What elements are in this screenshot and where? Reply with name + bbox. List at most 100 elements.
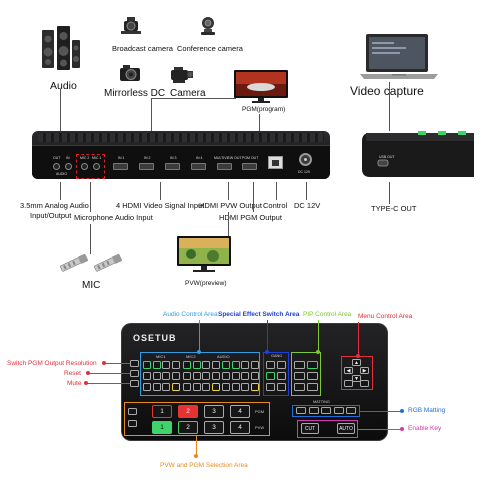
menu-back-button[interactable] xyxy=(344,380,353,387)
matting-key[interactable] xyxy=(321,407,331,414)
switcher-device-side xyxy=(358,131,478,179)
device-top-controls xyxy=(38,133,324,142)
port-mic1-label: MIC 1 xyxy=(92,156,102,160)
audio-control-area-label: Audio Control Area xyxy=(163,311,218,318)
audio-control-key[interactable] xyxy=(171,361,180,369)
audio-control-key[interactable] xyxy=(152,383,161,391)
audio-control-key[interactable] xyxy=(222,361,230,369)
reset-button[interactable] xyxy=(130,370,139,377)
audio-control-key[interactable] xyxy=(241,383,249,391)
pvw-key-4[interactable]: 4 xyxy=(230,421,250,434)
matting-key[interactable] xyxy=(308,407,319,414)
matting-key[interactable] xyxy=(296,407,306,414)
audio-control-key[interactable] xyxy=(162,372,170,380)
reset-label: Reset xyxy=(64,370,81,377)
pip-key[interactable] xyxy=(307,361,318,369)
audio-control-key[interactable] xyxy=(171,383,180,391)
menu-left-button[interactable]: ◀ xyxy=(344,367,353,374)
audio-control-key[interactable] xyxy=(241,372,249,380)
audio-control-key[interactable] xyxy=(183,361,191,369)
audio-control-key[interactable] xyxy=(143,383,151,391)
hdmi-in-4-port xyxy=(191,163,206,170)
audio-control-key[interactable] xyxy=(211,361,220,369)
mute-label: Mute xyxy=(67,380,82,387)
pvw-preview-label: PVW(preview) xyxy=(185,280,227,287)
auto-button[interactable]: AUTO xyxy=(337,423,355,434)
pip-key[interactable] xyxy=(294,383,305,391)
video-capture-label: Video capture xyxy=(350,84,424,98)
effect-key[interactable] xyxy=(266,372,275,380)
pvw-key-2[interactable]: 2 xyxy=(178,421,198,434)
pgm-key-4[interactable]: 4 xyxy=(230,405,250,418)
effect-key[interactable] xyxy=(266,361,275,369)
audio-control-key[interactable] xyxy=(202,383,210,391)
pip-key[interactable] xyxy=(294,361,305,369)
effect-key[interactable] xyxy=(277,383,286,391)
pvw-key-3[interactable]: 3 xyxy=(204,421,224,434)
hdmi-pvw-out-port xyxy=(217,163,232,170)
port-in2-label: IN 2 xyxy=(144,156,151,160)
audio-control-key[interactable] xyxy=(192,372,201,380)
effect-key[interactable] xyxy=(277,361,286,369)
audio-control-key[interactable] xyxy=(250,361,259,369)
audio-control-key[interactable] xyxy=(241,361,249,369)
selection-side-button[interactable] xyxy=(128,408,137,415)
audio-control-key[interactable] xyxy=(250,383,259,391)
audio-control-key[interactable] xyxy=(143,361,151,369)
xlr-connector-icon xyxy=(92,253,124,272)
rgb-matting-label: RGB Matting xyxy=(408,407,446,414)
resolution-switch-button[interactable] xyxy=(130,360,139,367)
pip-key[interactable] xyxy=(307,383,318,391)
matting-key[interactable] xyxy=(333,407,344,414)
mute-button[interactable] xyxy=(130,380,139,387)
audio-control-key[interactable] xyxy=(250,372,259,380)
menu-down-button[interactable]: ▼ xyxy=(352,375,361,382)
audio-control-key[interactable] xyxy=(192,383,201,391)
audio-channel-audio: AUDIO xyxy=(217,354,230,359)
menu-up-button[interactable]: ▲ xyxy=(352,359,361,366)
hdmi-pgm-out-port xyxy=(242,163,257,170)
menu-right-button[interactable]: ▶ xyxy=(360,367,369,374)
port-pgm-out-label: PGM OUT xyxy=(242,156,259,160)
audio-control-key[interactable] xyxy=(222,383,230,391)
analog-audio-label-1: 3.5mm Analog Audio xyxy=(20,201,89,210)
mirrorless-camera-icon xyxy=(119,64,141,82)
audio-control-key[interactable] xyxy=(183,383,191,391)
audio-control-key[interactable] xyxy=(231,372,240,380)
audio-control-key[interactable] xyxy=(143,372,151,380)
hdmi-pvw-output-label: HDMI PVW Output xyxy=(199,201,262,210)
pgm-key-2[interactable]: 2 xyxy=(178,405,198,418)
pgm-key-1[interactable]: 1 xyxy=(152,405,172,418)
pvw-key-1[interactable]: 1 xyxy=(152,421,172,434)
pvw-row-label: PVW xyxy=(255,425,265,430)
cut-button[interactable]: CUT xyxy=(301,423,319,434)
audio-control-key[interactable] xyxy=(192,361,201,369)
pip-key[interactable] xyxy=(307,372,318,380)
mic-port-highlight xyxy=(76,154,105,179)
audio-control-key[interactable] xyxy=(202,372,210,380)
effect-key[interactable] xyxy=(266,383,275,391)
selection-side-button[interactable] xyxy=(128,420,137,427)
audio-control-key[interactable] xyxy=(171,372,180,380)
matting-key[interactable] xyxy=(346,407,356,414)
hdmi-in-1-port xyxy=(113,163,128,170)
audio-control-key[interactable] xyxy=(231,361,240,369)
pgm-key-3[interactable]: 3 xyxy=(204,405,224,418)
effect-key[interactable] xyxy=(277,372,286,380)
audio-control-key[interactable] xyxy=(183,372,191,380)
audio-control-key[interactable] xyxy=(152,372,161,380)
audio-control-key[interactable] xyxy=(162,361,170,369)
mirrorless-dc-label: Mirrorless DC xyxy=(104,88,166,99)
pip-key[interactable] xyxy=(294,372,305,380)
audio-control-key[interactable] xyxy=(222,372,230,380)
audio-control-key[interactable] xyxy=(231,383,240,391)
menu-enter-button[interactable] xyxy=(360,380,369,387)
audio-control-key[interactable] xyxy=(202,361,210,369)
audio-control-key[interactable] xyxy=(162,383,170,391)
audio-control-key[interactable] xyxy=(211,372,220,380)
audio-control-key[interactable] xyxy=(211,383,220,391)
port-multiview-label: MULTIVIEW OUT xyxy=(214,156,242,160)
port-in3-label: IN 3 xyxy=(170,156,177,160)
audio-control-key[interactable] xyxy=(152,361,161,369)
hdmi-in-3-port xyxy=(165,163,180,170)
